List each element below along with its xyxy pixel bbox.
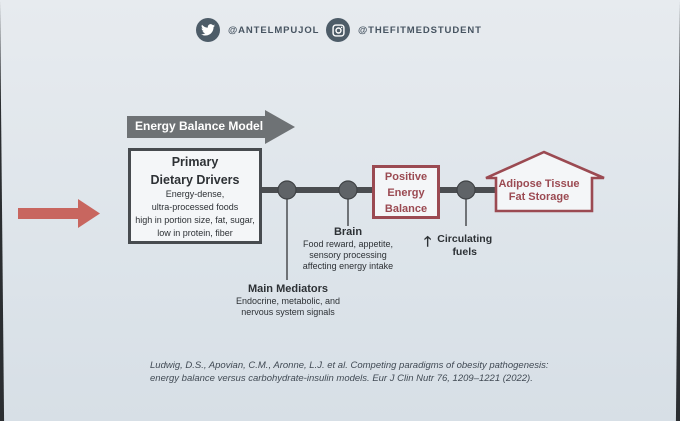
- primary-desc-1: Energy-dense,: [165, 189, 225, 199]
- primary-dietary-drivers-box: Primary Dietary Drivers Energy-dense, ul…: [128, 148, 262, 244]
- brain-line-1: Food reward, appetite,: [302, 239, 394, 249]
- twitter-handle: @ANTELMPUJOL: [228, 24, 320, 36]
- twitter-link[interactable]: @ANTELMPUJOL: [196, 18, 319, 42]
- input-arrow: [18, 199, 100, 228]
- up-arrow-icon: 🡑: [424, 233, 432, 249]
- citation: Ludwig, D.S., Apovian, C.M., Aronne, L.J…: [150, 359, 580, 385]
- circulating-line-1: Circulating: [437, 233, 493, 245]
- positive-energy-balance-box: Positive Energy Balance: [372, 165, 440, 219]
- banner-label: Energy Balance Model: [135, 119, 264, 133]
- brain-node: [338, 180, 358, 200]
- mediators-title: Main Mediators: [247, 283, 329, 295]
- adipose-tissue-label: Adipose Tissue Fat Storage: [490, 178, 588, 204]
- mediators-line-1: Endocrine, metabolic, and: [235, 296, 341, 306]
- main-mediators-label: Main Mediators Endocrine, metabolic, and…: [226, 283, 350, 318]
- citation-line-2: energy balance versus carbohydrate-insul…: [150, 373, 533, 384]
- instagram-link[interactable]: @THEFITMEDSTUDENT: [326, 18, 482, 42]
- positive-line-3: Balance: [384, 203, 428, 215]
- mediators-node: [277, 180, 297, 200]
- energy-balance-model-banner: Energy Balance Model: [127, 110, 297, 144]
- brain-line-2: sensory processing: [309, 250, 387, 260]
- circulating-fuels-label: 🡑 Circulating fuels: [424, 233, 492, 259]
- brain-title: Brain: [333, 226, 363, 238]
- positive-line-1: Positive: [384, 171, 428, 183]
- positive-line-2: Energy: [387, 187, 425, 199]
- adipose-line-2: Fat Storage: [508, 191, 570, 203]
- primary-title-2: Dietary Drivers: [150, 173, 240, 187]
- primary-desc-2: ultra-processed foods: [151, 202, 239, 212]
- fuels-node: [456, 180, 476, 200]
- mediators-line-2: nervous system signals: [241, 307, 335, 317]
- flow-line-1: [262, 187, 374, 193]
- primary-title-1: Primary: [171, 155, 219, 169]
- brain-label: Brain Food reward, appetite, sensory pro…: [292, 226, 404, 272]
- social-header: @ANTELMPUJOL @THEFITMEDSTUDENT: [0, 18, 680, 46]
- adipose-house-shape: [485, 150, 605, 213]
- adipose-line-1: Adipose Tissue: [498, 178, 580, 190]
- instagram-icon: [326, 18, 350, 42]
- primary-desc-4: low in protein, fiber: [157, 228, 233, 238]
- twitter-icon: [196, 18, 220, 42]
- primary-desc-3: high in portion size, fat, sugar,: [135, 215, 255, 225]
- circulating-line-2: fuels: [452, 246, 477, 258]
- brain-line-3: affecting energy intake: [302, 261, 394, 271]
- citation-line-1: Ludwig, D.S., Apovian, C.M., Aronne, L.J…: [150, 360, 549, 371]
- instagram-handle: @THEFITMEDSTUDENT: [358, 24, 482, 36]
